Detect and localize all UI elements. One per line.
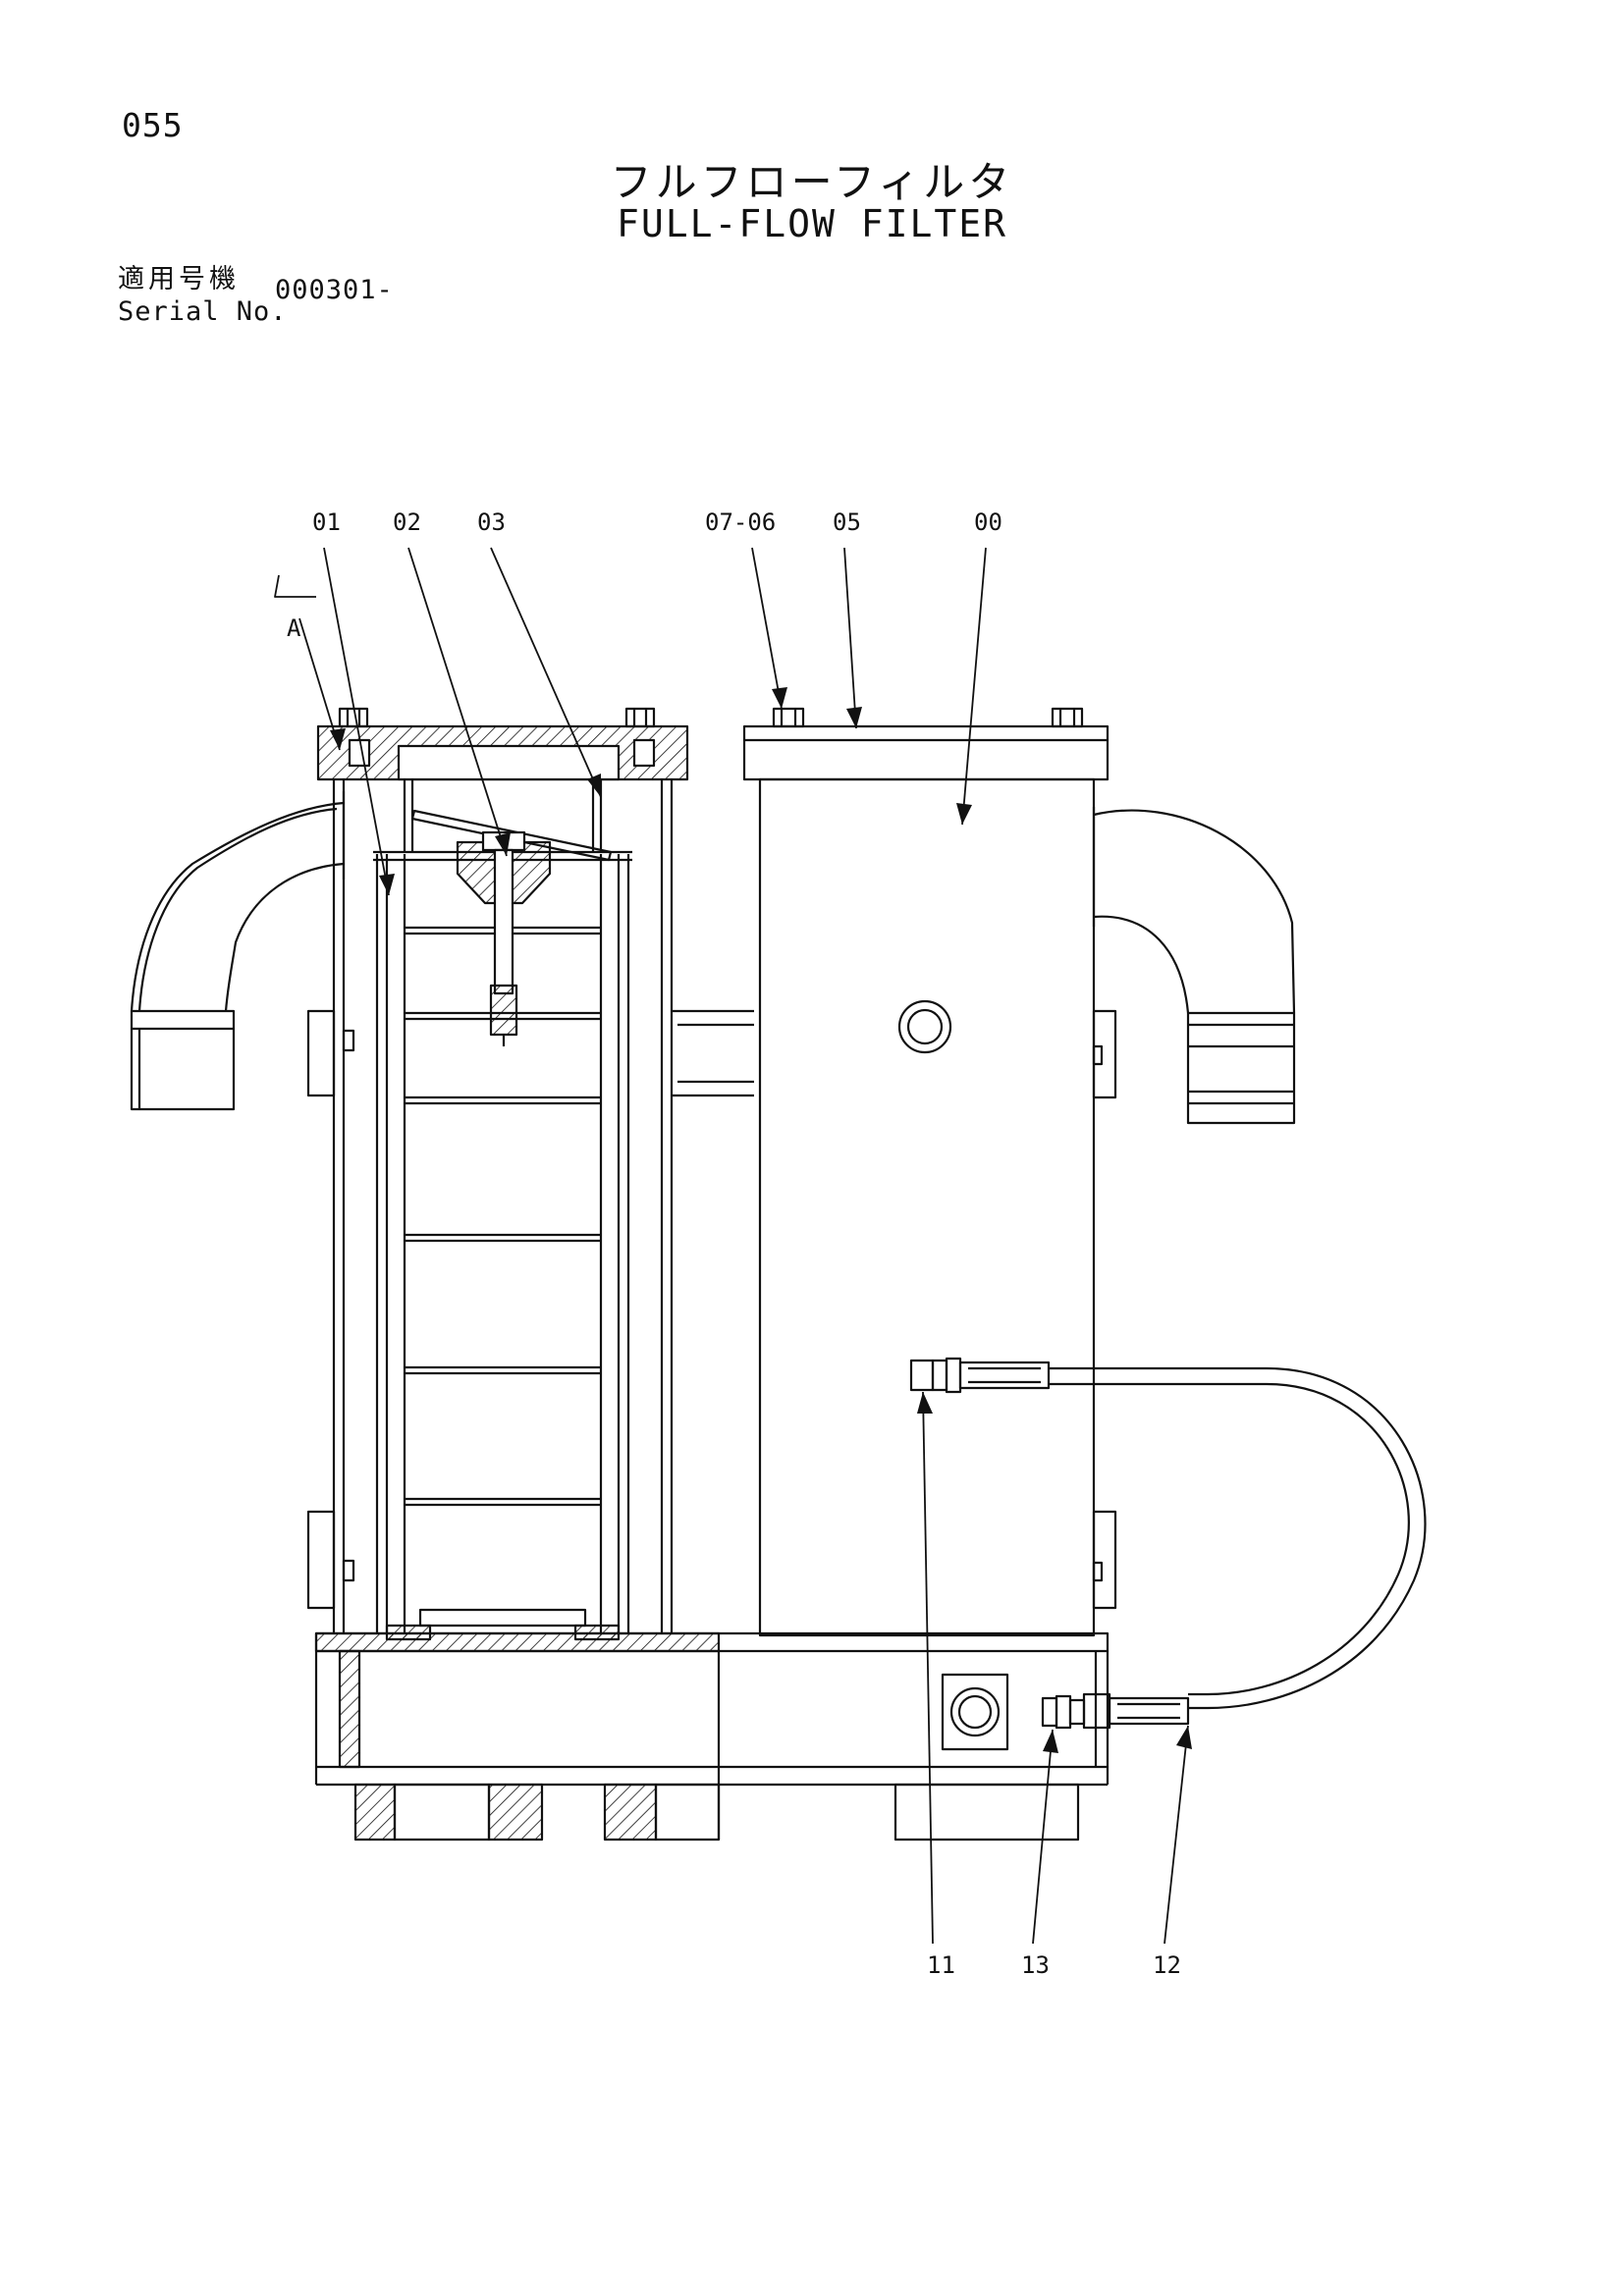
leader-lines <box>274 547 1189 1945</box>
serial-label-english: Serial No. <box>118 296 288 327</box>
title-japanese: フルフローフィルタ <box>610 158 1014 206</box>
callout-a: A <box>287 614 301 642</box>
callout-11: 11 <box>927 1951 955 1979</box>
right-housing <box>742 707 1117 1637</box>
callout-13: 13 <box>1021 1951 1050 1979</box>
left-housing <box>306 707 689 1641</box>
callout-05: 05 <box>833 508 861 536</box>
callout-02: 02 <box>393 508 421 536</box>
base-block <box>314 1631 1110 1842</box>
callout-07-06: 07-06 <box>705 508 776 536</box>
serial-value: 000301- <box>275 275 394 305</box>
title-english: FULL-FLOW FILTER <box>616 202 1008 245</box>
connecting-tube <box>672 1009 754 1097</box>
callout-12: 12 <box>1153 1951 1181 1979</box>
arrow-heads <box>330 687 1192 1753</box>
left-elbow-pipe <box>130 791 346 1111</box>
right-elbow-pipe <box>1092 807 1296 1125</box>
page-number: 055 <box>122 106 184 144</box>
callout-03: 03 <box>477 508 506 536</box>
hose-assembly <box>909 1357 1427 1730</box>
callout-00: 00 <box>974 508 1002 536</box>
callout-01: 01 <box>312 508 341 536</box>
serial-label-japanese: 適用号機 <box>118 264 240 294</box>
